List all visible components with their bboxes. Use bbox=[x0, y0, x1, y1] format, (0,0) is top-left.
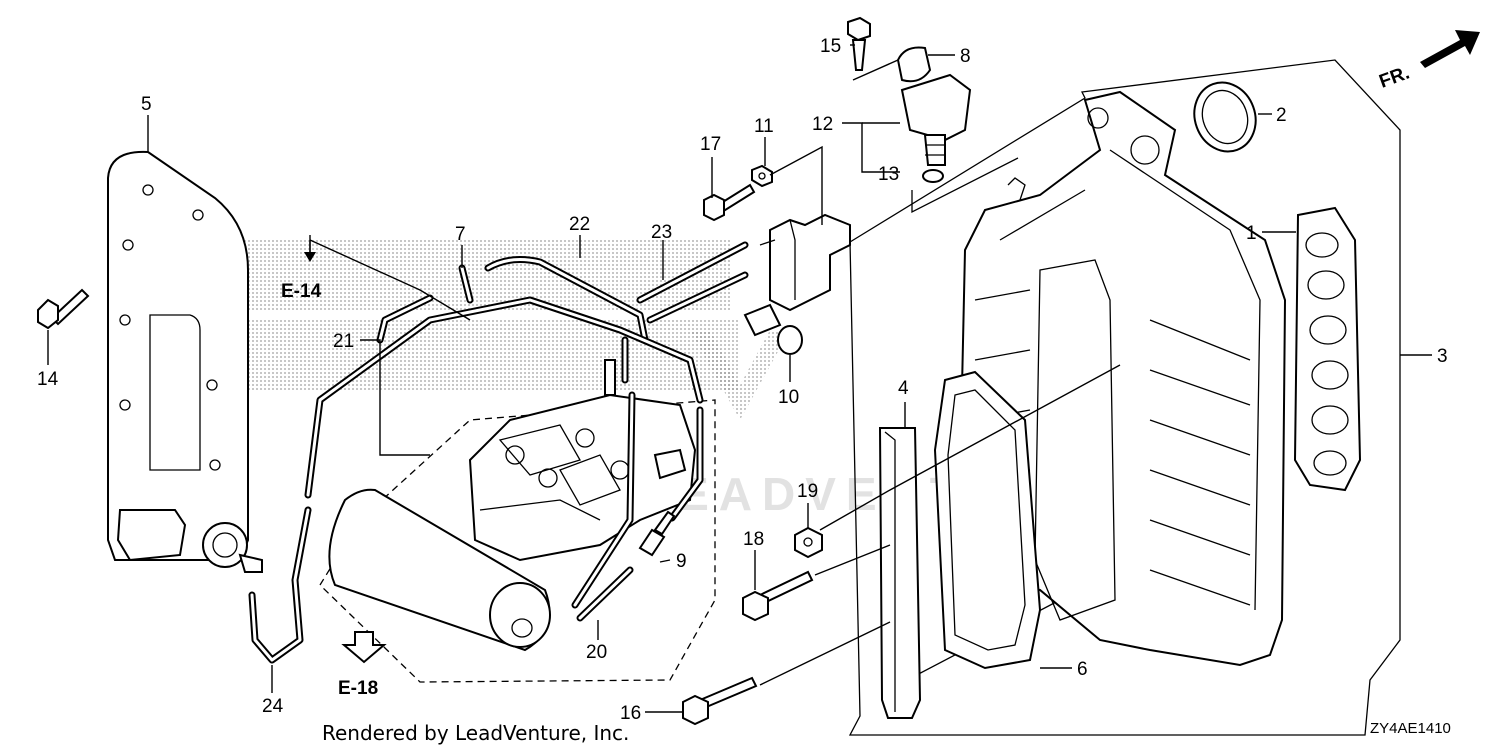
callout-23: 23 bbox=[651, 222, 672, 243]
check-valve-part-9 bbox=[638, 510, 676, 557]
callout-3: 3 bbox=[1437, 346, 1448, 367]
callout-8: 8 bbox=[960, 46, 971, 67]
callout-12: 12 bbox=[812, 114, 833, 135]
callout-19: 19 bbox=[797, 481, 818, 502]
strip-part-4 bbox=[878, 427, 922, 719]
gasket-part-1 bbox=[1293, 206, 1362, 492]
credit-text: Rendered by LeadVenture, Inc. bbox=[322, 721, 629, 745]
callout-16: 16 bbox=[620, 703, 641, 724]
callout-20: 20 bbox=[586, 642, 607, 663]
callout-21: 21 bbox=[333, 331, 354, 352]
callout-22: 22 bbox=[569, 214, 590, 235]
canister bbox=[328, 488, 551, 652]
callout-6: 6 bbox=[1077, 659, 1088, 680]
ref-label-e14: E-14 bbox=[281, 281, 322, 302]
ref-arrow-e14 bbox=[304, 235, 316, 262]
bolt-part-15 bbox=[847, 16, 871, 71]
callout-24: 24 bbox=[262, 696, 284, 717]
ref-label-e18: E-18 bbox=[338, 678, 378, 699]
nut-part-11 bbox=[751, 164, 773, 188]
diagram-code: ZY4AE1410 bbox=[1370, 720, 1451, 737]
bolt-part-18 bbox=[742, 570, 814, 622]
cover-plate-part-5 bbox=[107, 150, 263, 573]
gasket-part-6 bbox=[933, 370, 1042, 670]
bolt-part-17 bbox=[703, 183, 756, 222]
o-ring-part-13 bbox=[922, 169, 944, 183]
callout-1: 1 bbox=[1246, 223, 1257, 244]
callout-13: 13 bbox=[878, 164, 899, 185]
callout-11: 11 bbox=[754, 116, 774, 137]
front-label: FR. bbox=[1377, 62, 1413, 92]
engine-block bbox=[468, 359, 697, 562]
callout-17: 17 bbox=[700, 134, 721, 155]
solenoid-valve-part-10 bbox=[743, 213, 851, 355]
callout-2: 2 bbox=[1276, 105, 1287, 126]
callout-9: 9 bbox=[676, 551, 687, 572]
callout-7: 7 bbox=[455, 224, 466, 245]
bolt-part-14 bbox=[37, 288, 90, 330]
callouts: 1 2 3 4 5 6 7 8 9 10 11 12 13 14 15 16 1… bbox=[37, 36, 1448, 724]
ref-arrow-e18 bbox=[341, 631, 387, 664]
hoses bbox=[248, 241, 749, 664]
callout-15: 15 bbox=[820, 36, 841, 57]
callout-14: 14 bbox=[37, 369, 59, 390]
callout-18: 18 bbox=[743, 529, 764, 550]
callout-5: 5 bbox=[141, 94, 152, 115]
callout-4: 4 bbox=[898, 378, 909, 399]
callout-10: 10 bbox=[778, 387, 799, 408]
nut-part-19 bbox=[794, 526, 823, 559]
front-arrow: FR. bbox=[1377, 30, 1480, 93]
sensor-cap-part-8 bbox=[896, 46, 932, 83]
bolt-part-16 bbox=[682, 676, 758, 726]
watermark: LEADVENTURE bbox=[170, 240, 1085, 520]
ring-part-2 bbox=[1193, 81, 1257, 153]
sensor-part-12 bbox=[900, 73, 972, 166]
